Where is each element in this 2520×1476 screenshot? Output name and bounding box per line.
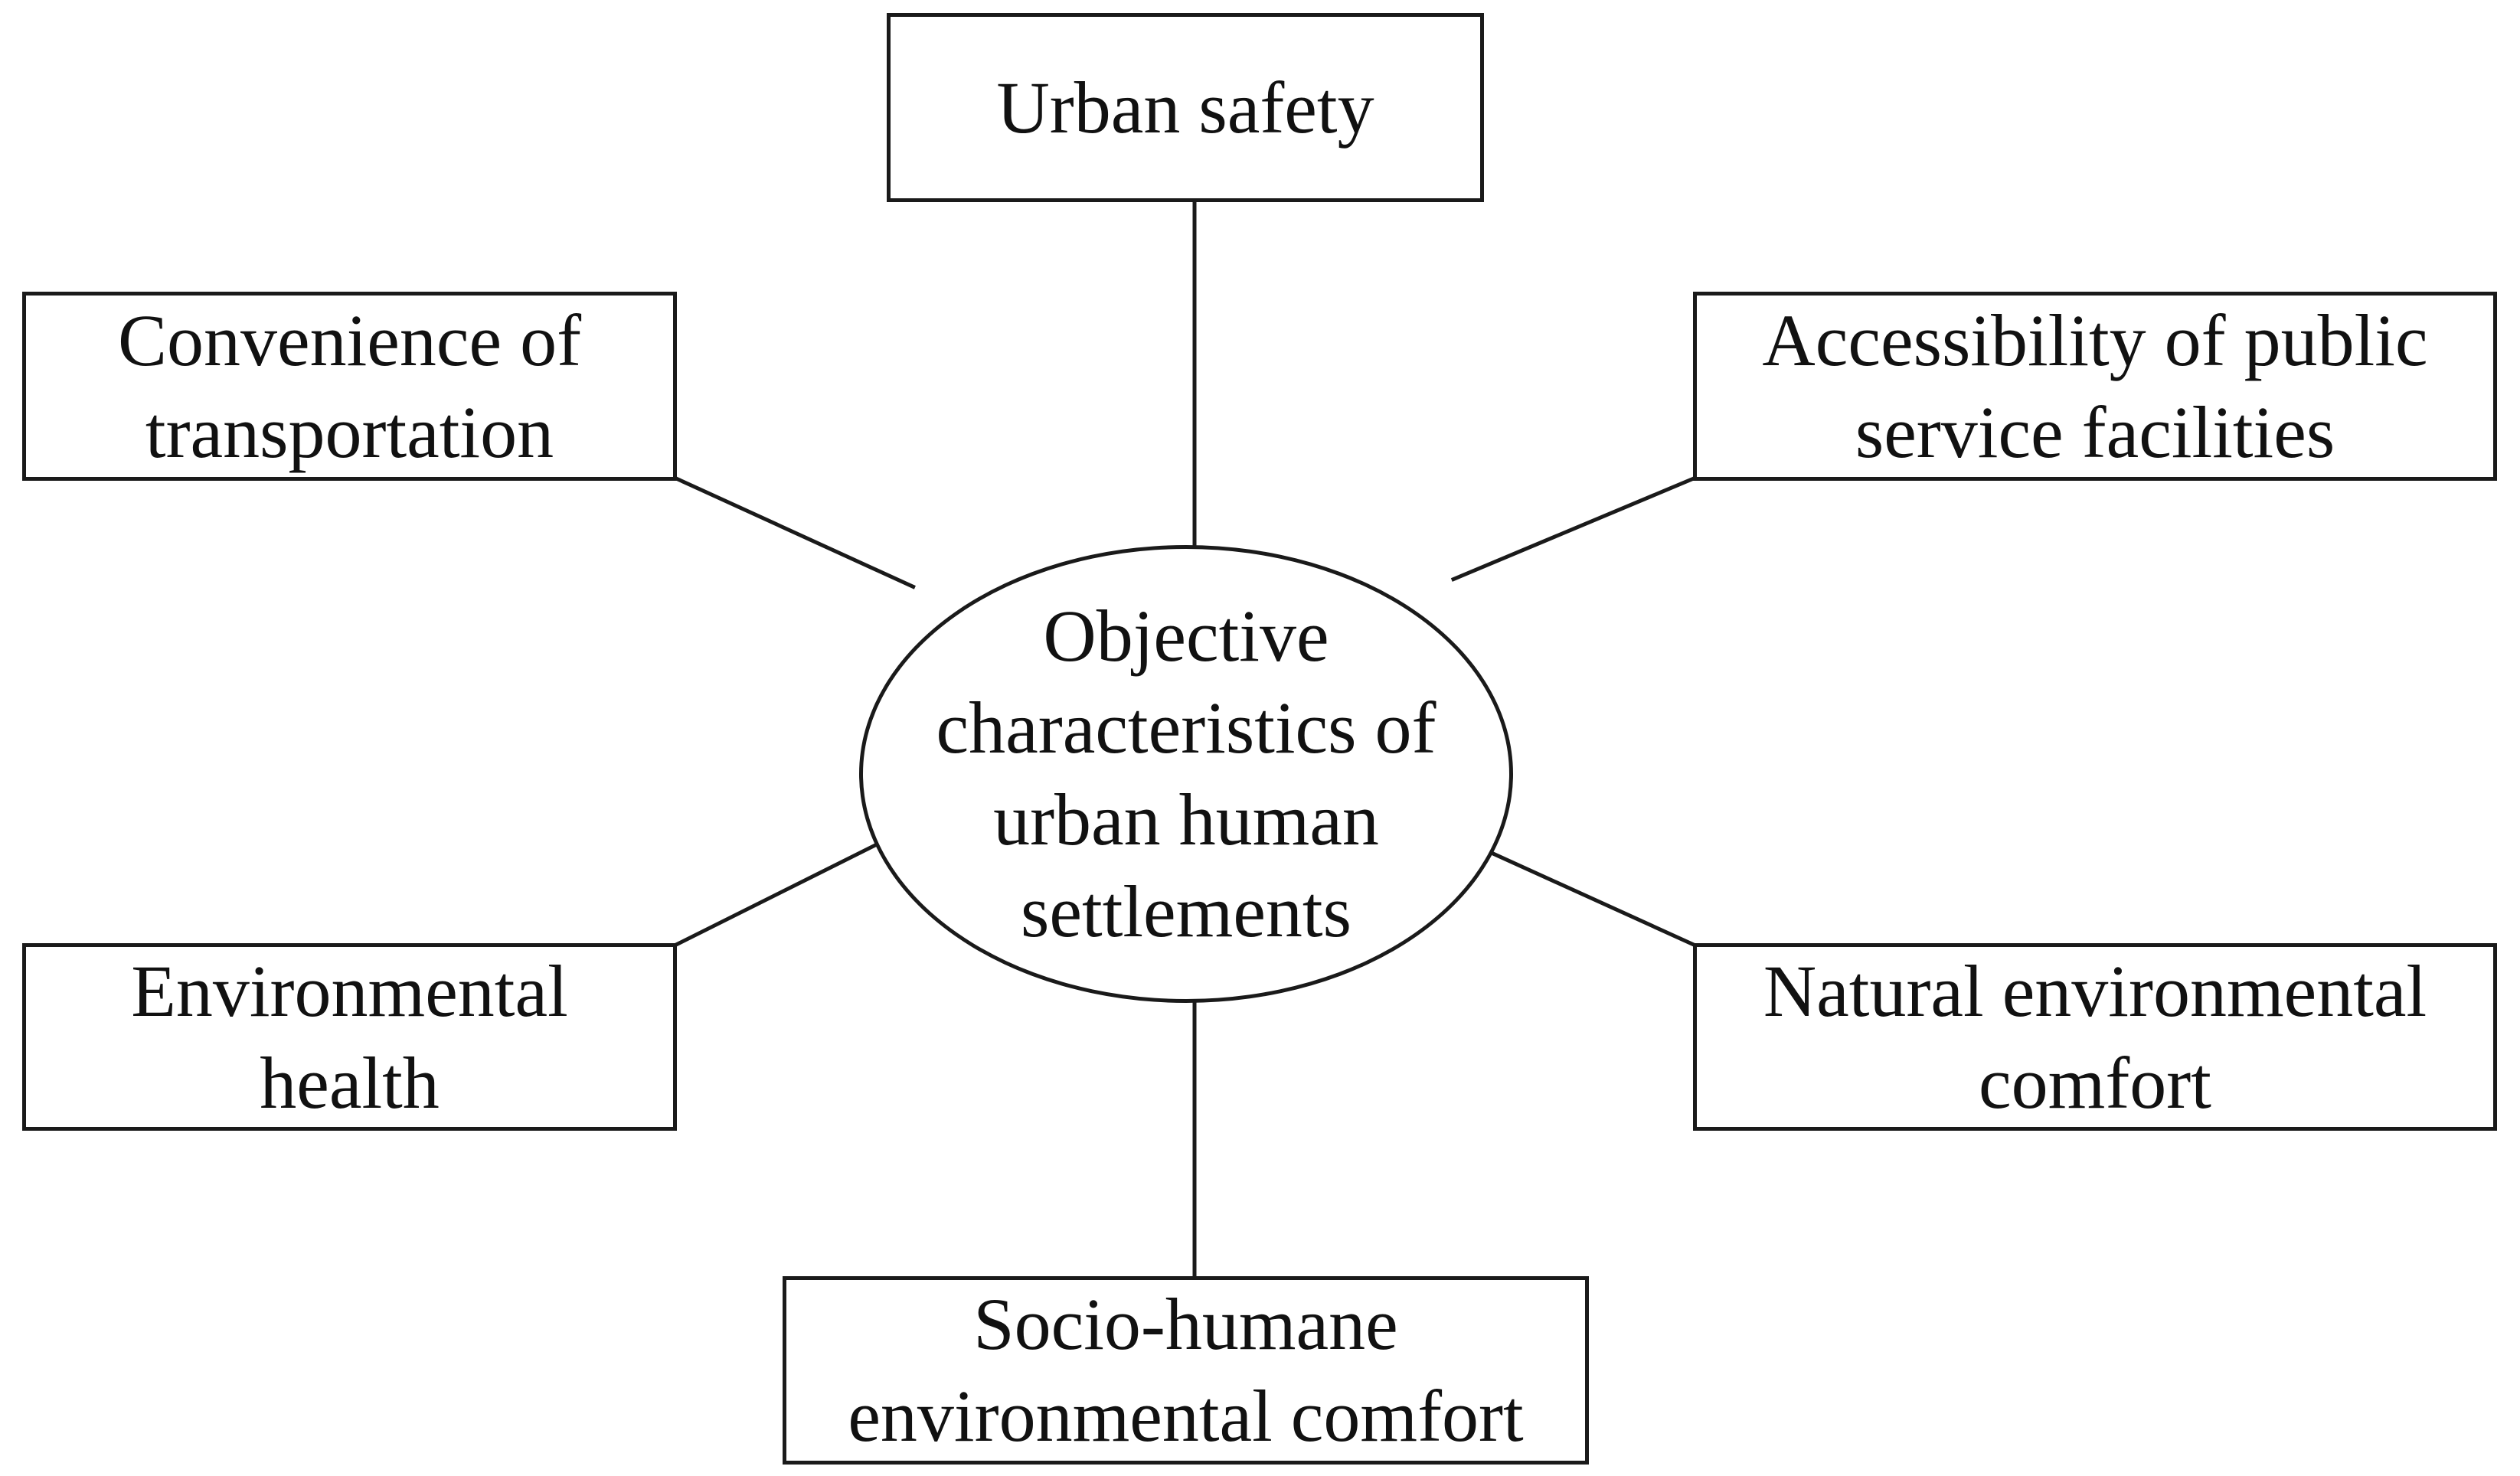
node-environmental-health: Environmental health <box>22 943 677 1131</box>
center-label-line-1: Objective <box>1043 595 1329 677</box>
node-environmental-health-label-line-1: Environmental <box>131 949 568 1032</box>
node-natural-environmental-comfort: Natural environmental comfort <box>1693 943 2497 1131</box>
node-socio-humane-label-line-2: environmental comfort <box>848 1375 1524 1457</box>
node-urban-safety: Urban safety <box>887 13 1484 202</box>
node-natural-comfort-label-line-1: Natural environmental <box>1763 949 2427 1032</box>
node-natural-comfort-label-line-2: comfort <box>1979 1041 2211 1124</box>
connector-environmental-health <box>674 840 882 947</box>
center-label-line-4: settlements <box>1021 870 1352 952</box>
center-label-line-2: characteristics of <box>936 687 1436 769</box>
connector-socio-humane <box>1192 1001 1197 1278</box>
center-node: Objective characteristics of urban human… <box>859 545 1513 1003</box>
node-transportation-label-line-2: transportation <box>145 390 554 473</box>
node-socio-humane-environmental-comfort: Socio-humane environmental comfort <box>783 1276 1589 1465</box>
center-label-line-3: urban human <box>993 779 1379 860</box>
node-socio-humane-label-line-1: Socio-humane <box>973 1283 1398 1365</box>
connector-public-service <box>1451 475 1695 582</box>
node-public-service-label-line-2: service facilities <box>1855 390 2335 473</box>
node-transportation-label-line-1: Convenience of <box>117 299 582 381</box>
node-environmental-health-label-line-2: health <box>260 1041 440 1124</box>
connector-natural-comfort <box>1484 847 1696 947</box>
node-public-service-label-line-1: Accessibility of public <box>1762 299 2428 381</box>
connector-urban-safety <box>1192 201 1197 547</box>
node-convenience-of-transportation: Convenience of transportation <box>22 292 677 481</box>
connector-transportation <box>674 475 917 589</box>
node-accessibility-of-public-service-facilities: Accessibility of public service faciliti… <box>1693 292 2497 481</box>
node-urban-safety-label-line-1: Urban safety <box>996 66 1374 149</box>
